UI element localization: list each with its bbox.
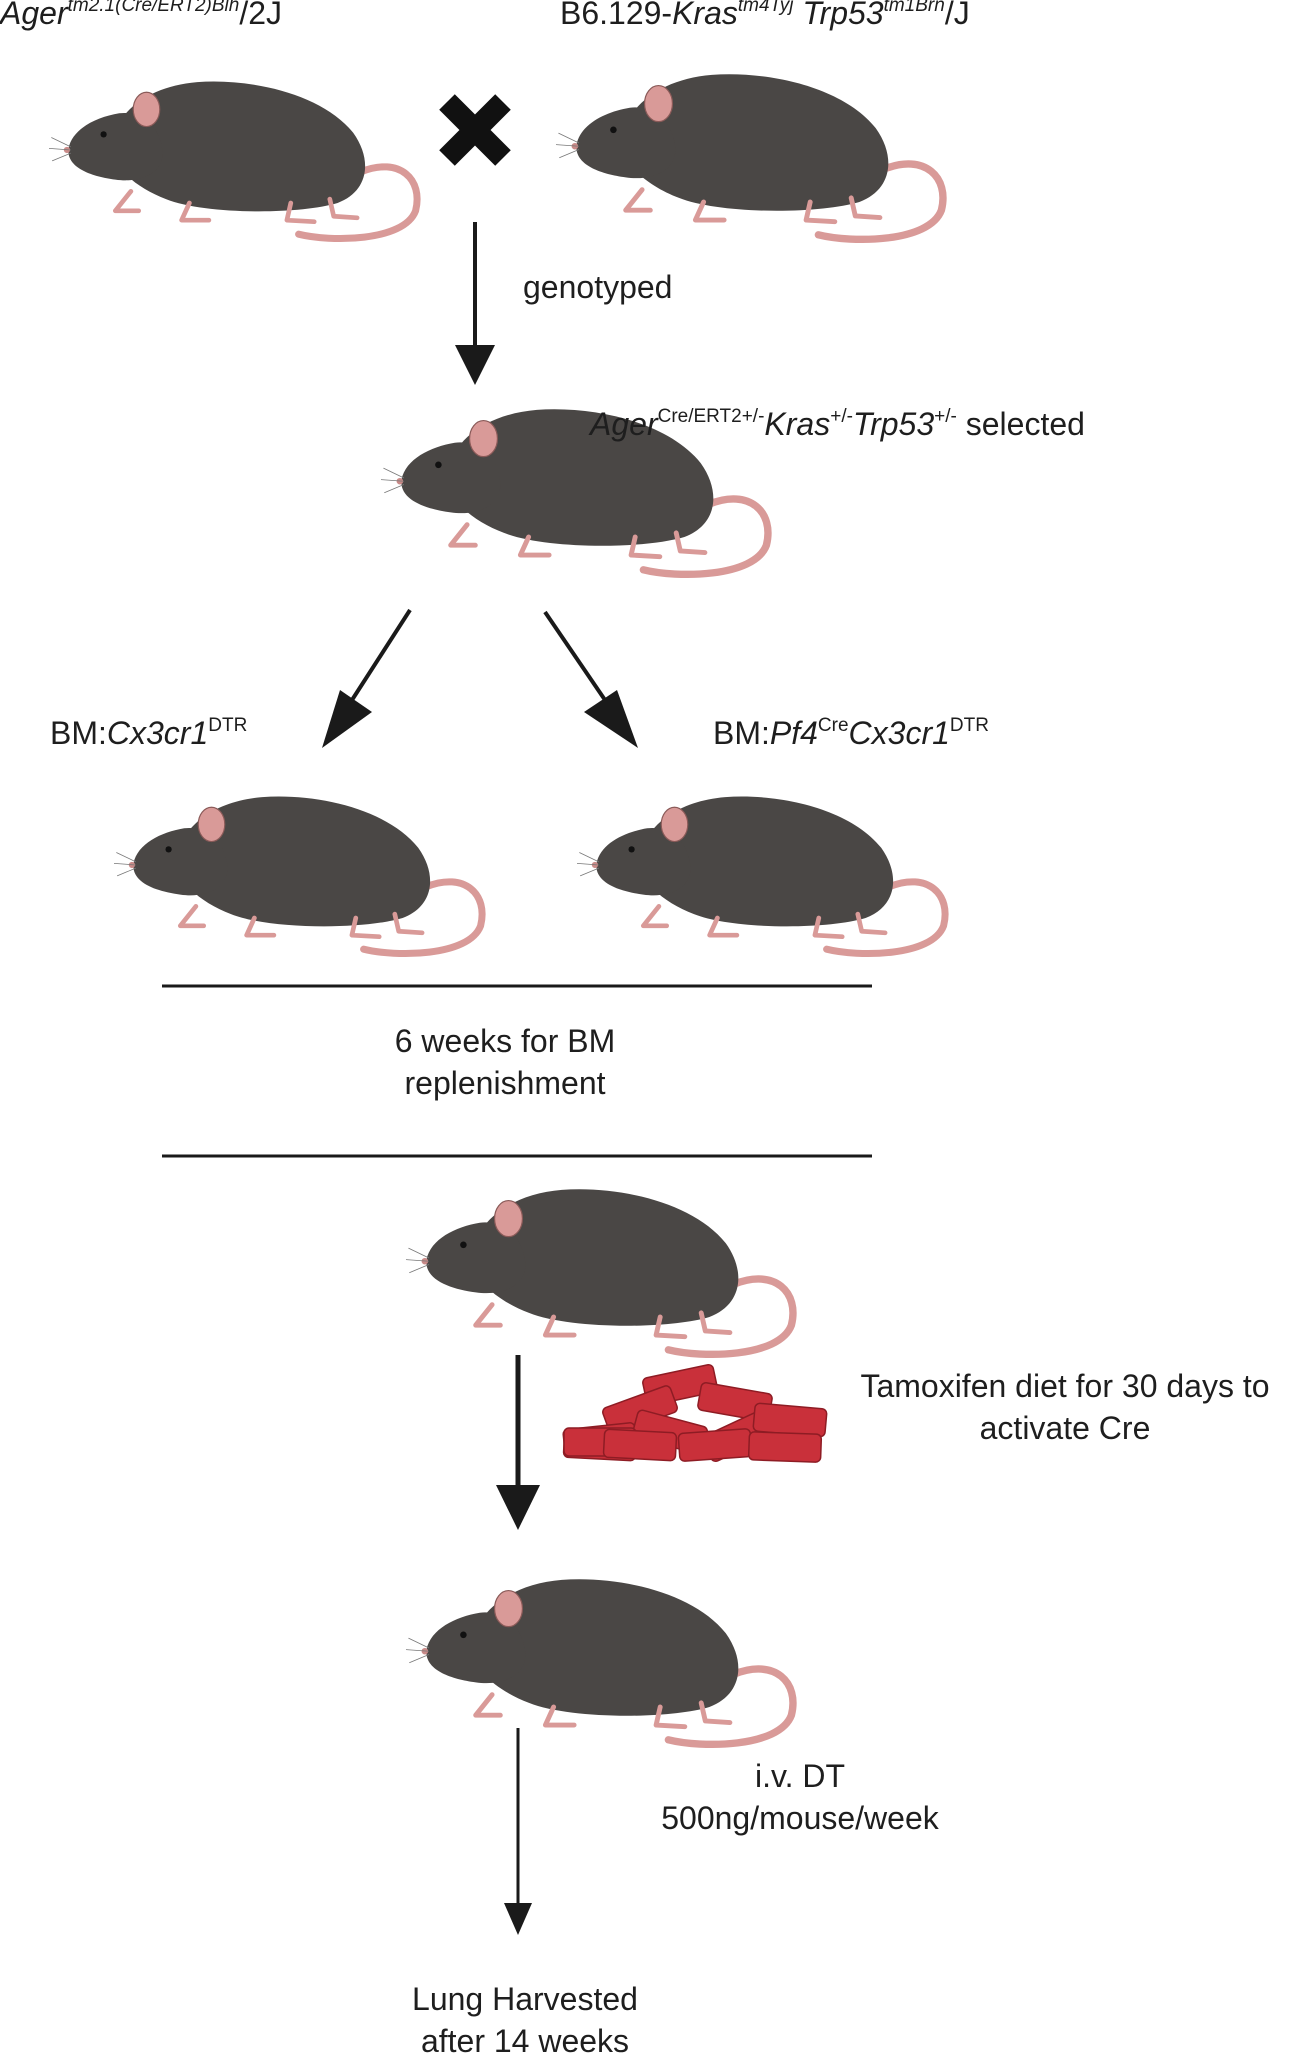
black-mouse-icon <box>114 778 482 954</box>
arrow-down-right-icon <box>543 610 638 748</box>
black-mouse-icon <box>577 778 945 954</box>
dt-label: i.v. DT 500ng/mouse/week <box>661 1758 939 1836</box>
branch-left-label: BM:Cx3cr1DTR <box>50 715 248 751</box>
replenishment-label: 6 weeks for BM replenishment <box>394 1023 616 1101</box>
black-mouse-icon <box>556 54 943 239</box>
black-mouse-icon <box>406 1559 793 1744</box>
selected-label: AgerCre/ERT2+/-Kras+/-Trp53+/- selected <box>590 406 1085 442</box>
arrow-down-icon <box>496 1355 540 1530</box>
parent-left-label: Agertm2.1(Cre/ERT2)Blh/2J <box>0 0 283 31</box>
parent-right-label: B6.129-Krastm4Tyj Trp53tm1Brn/J <box>560 0 970 31</box>
tamoxifen-pellets-icon <box>561 1363 828 1464</box>
black-mouse-icon <box>406 1169 793 1354</box>
arrow-down-icon <box>455 222 495 385</box>
cross-icon <box>439 94 511 166</box>
arrow-down-left-icon <box>322 608 412 748</box>
tamoxifen-label: Tamoxifen diet for 30 days to activate C… <box>860 1368 1270 1446</box>
harvest-label: Lung Harvested after 14 weeks <box>412 1981 638 2059</box>
white-mouse-icon <box>49 63 417 239</box>
arrow-down-icon <box>504 1728 532 1935</box>
genotyped-label: genotyped <box>523 269 673 305</box>
branch-right-label: BM:Pf4CreCx3cr1DTR <box>713 715 989 751</box>
